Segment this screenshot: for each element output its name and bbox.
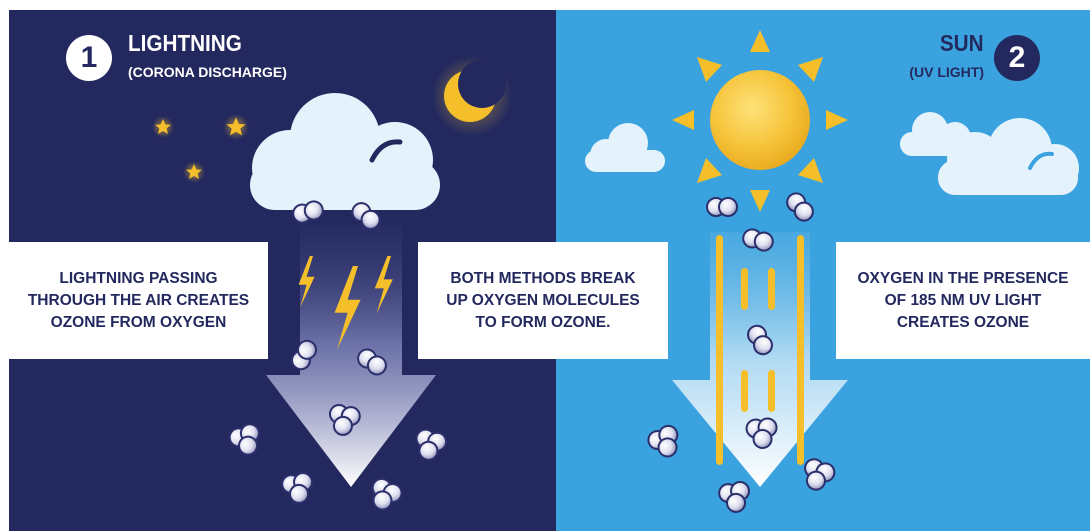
star-icon [183, 161, 205, 183]
molecule-icon [707, 198, 737, 216]
sun-subtitle: (UV LIGHT) [909, 64, 984, 80]
center-description-box: BOTH METHODS BREAK UP OXYGEN MOLECULES T… [418, 242, 668, 359]
sun-description: OXYGEN IN THE PRESENCE OF 185 NM UV LIGH… [857, 268, 1068, 334]
step-one-badge: 1 [66, 35, 112, 81]
step-two-badge: 2 [994, 35, 1040, 81]
sun-title: SUN [940, 30, 984, 57]
star-icon [223, 114, 249, 140]
star-icon [152, 116, 174, 138]
sun-description-box: OXYGEN IN THE PRESENCE OF 185 NM UV LIGH… [836, 242, 1090, 359]
lightning-subtitle: (CORONA DISCHARGE) [128, 64, 287, 80]
lightning-description: LIGHTNING PASSING THROUGH THE AIR CREATE… [28, 268, 249, 334]
moon-icon [432, 56, 512, 136]
lightning-title: LIGHTNING [128, 30, 242, 57]
lightning-description-box: LIGHTNING PASSING THROUGH THE AIR CREATE… [9, 242, 268, 359]
center-description: BOTH METHODS BREAK UP OXYGEN MOLECULES T… [446, 268, 640, 334]
